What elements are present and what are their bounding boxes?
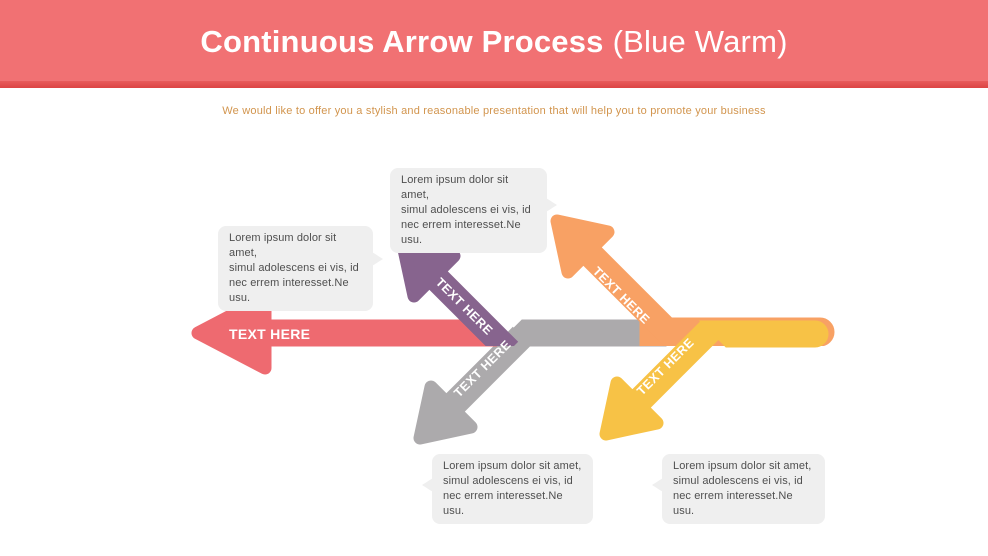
gray-arrow-shaft bbox=[443, 326, 532, 415]
slide-header: Continuous Arrow Process(Blue Warm) bbox=[0, 0, 988, 81]
yellow-arrow-head bbox=[599, 376, 664, 441]
note-text-line: nec errem interesset.Ne usu. bbox=[229, 277, 349, 304]
note-text-line: Lorem ipsum dolor sit amet, bbox=[673, 460, 812, 472]
yellow-arrow-shaft bbox=[629, 320, 720, 411]
note-text-line: simul adolescens ei vis, id bbox=[229, 262, 359, 274]
arrow-yellow bbox=[599, 320, 829, 441]
page-title-main: Continuous Arrow Process bbox=[200, 23, 604, 59]
note-box-bottom-left: Lorem ipsum dolor sit amet, simul adoles… bbox=[422, 454, 593, 524]
note-text-line: Lorem ipsum dolor sit amet, bbox=[229, 232, 337, 259]
note-text-line: Lorem ipsum dolor sit amet, bbox=[443, 460, 582, 472]
note-box-top-center: Lorem ipsum dolor sit amet, simul adoles… bbox=[390, 168, 557, 253]
page-title-suffix: (Blue Warm) bbox=[612, 23, 788, 59]
gray-arrow-head bbox=[413, 380, 478, 445]
slide-subtitle: We would like to offer you a stylish and… bbox=[222, 105, 766, 117]
note-box-middle-left: Lorem ipsum dolor sit amet, simul adoles… bbox=[218, 226, 383, 311]
note-tail-icon bbox=[422, 478, 433, 492]
purple-arrow-shaft bbox=[426, 268, 519, 346]
yellow-bar-segment bbox=[698, 320, 829, 348]
note-tail-icon bbox=[652, 478, 663, 492]
note-tail-icon bbox=[372, 252, 383, 266]
page-title: Continuous Arrow Process(Blue Warm) bbox=[200, 22, 787, 60]
red-arrow-head bbox=[191, 291, 272, 375]
note-text-line: nec errem interesset.Ne usu. bbox=[443, 490, 563, 517]
arrow-red bbox=[191, 291, 498, 375]
orange-arrow-head bbox=[550, 214, 615, 279]
header-accent-line bbox=[0, 81, 988, 88]
note-text-line: nec errem interesset.Ne usu. bbox=[401, 219, 521, 246]
note-box-bottom-right: Lorem ipsum dolor sit amet, simul adoles… bbox=[652, 454, 825, 524]
orange-arrow-shaft bbox=[580, 244, 686, 346]
note-text-line: nec errem interesset.Ne usu. bbox=[673, 490, 793, 517]
arrow-label-red: TEXT HERE bbox=[229, 326, 310, 342]
note-tail-icon bbox=[546, 198, 557, 212]
note-text-line: Lorem ipsum dolor sit amet, bbox=[401, 174, 509, 201]
note-text-line: simul adolescens ei vis, id bbox=[673, 475, 803, 487]
note-text-line: simul adolescens ei vis, id bbox=[401, 204, 531, 216]
note-text-line: simul adolescens ei vis, id bbox=[443, 475, 573, 487]
